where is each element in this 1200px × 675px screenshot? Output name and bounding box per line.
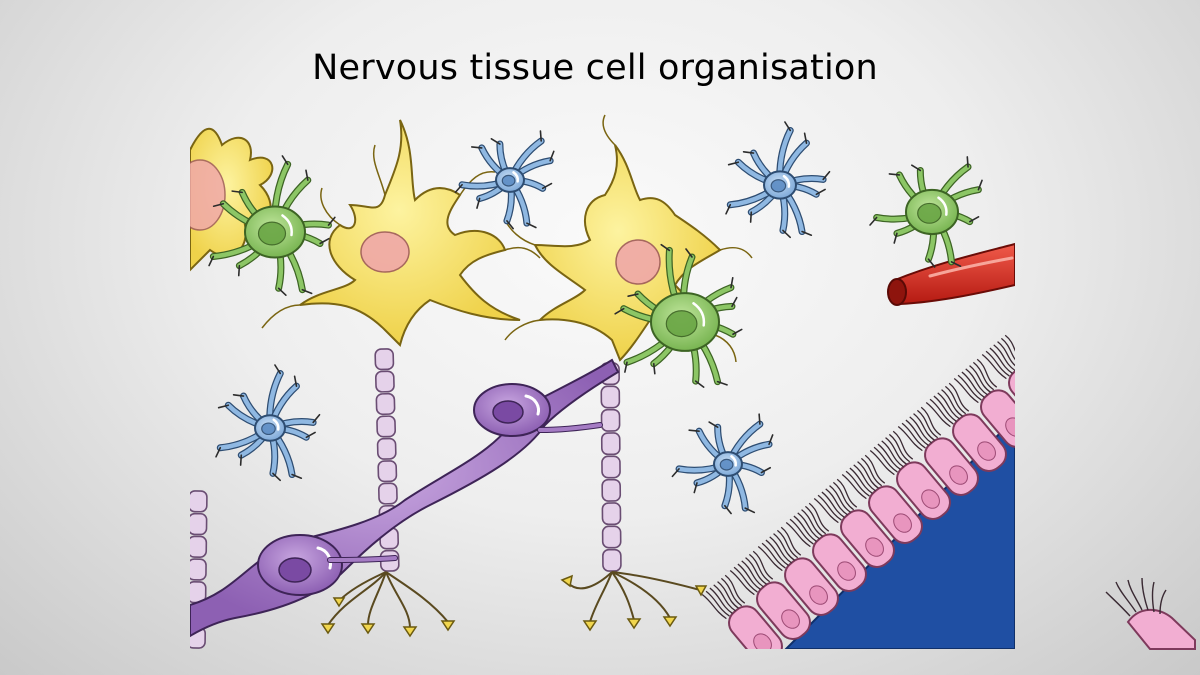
- ependymal-cell-icon: [1105, 577, 1196, 650]
- ependymal-layer: [701, 334, 1015, 649]
- myelin-sheath-axon-2: [600, 362, 622, 572]
- axon-terminal-1: [327, 571, 449, 629]
- synaptic-boutons: [320, 574, 708, 638]
- axon-terminal-2: [567, 571, 701, 623]
- blood-vessel-icon: [887, 242, 1015, 306]
- astrocyte-icon: [208, 155, 983, 388]
- oligodendrocyte-icon: [190, 358, 620, 638]
- slide-title: Nervous tissue cell organisation: [312, 48, 878, 88]
- microglia-icon: [215, 121, 831, 515]
- diagram-panel: [190, 114, 1015, 649]
